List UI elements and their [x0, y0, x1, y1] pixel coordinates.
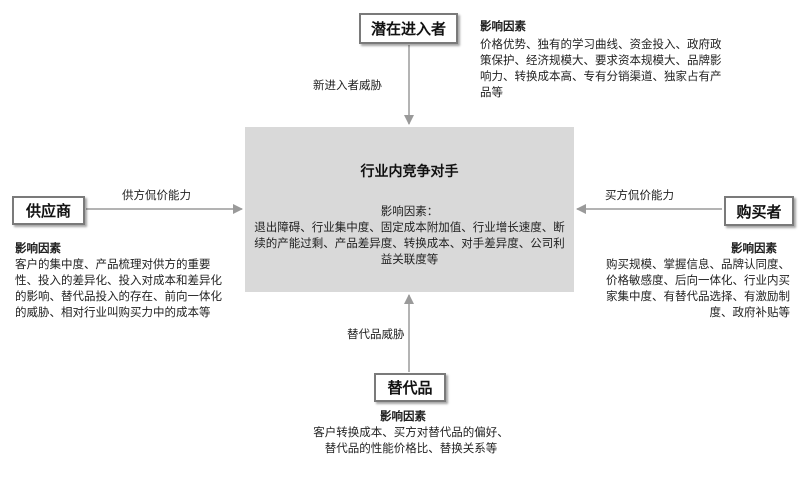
- left-factors-text: 客户的集中度、产品梳理对供方的重要性、投入的差异化、投入对成本和差异化的影响、替…: [15, 257, 222, 319]
- new-entrants-threat-label: 新进入者威胁: [313, 78, 382, 92]
- center-title: 行业内竞争对手: [360, 164, 459, 180]
- potential-entrants-box: 潜在进入者: [359, 13, 458, 44]
- substitutes-box: 替代品: [374, 373, 446, 402]
- center-factors-heading: 影响因素：: [380, 204, 439, 218]
- bottom-factors-text: 客户转换成本、买方对替代品的偏好、替代品的性能价格比、替换关系等: [313, 425, 509, 455]
- substitutes-threat-label: 替代品威胁: [347, 327, 405, 341]
- potential-entrants-label: 潜在进入者: [370, 20, 446, 38]
- center-factors-text: 退出障碍、行业集中度、固定成本附加值、行业增长速度、断续的产能过剩、产品差异度、…: [254, 220, 565, 266]
- left-factors-heading: 影响因素: [15, 241, 61, 255]
- bottom-factors-heading: 影响因素: [380, 409, 426, 423]
- top-factors-heading: 影响因素: [480, 19, 526, 33]
- top-factors-text: 价格优势、独有的学习曲线、资金投入、政府政策保护、经济规模大、要求资本规模大、品…: [480, 37, 722, 99]
- right-factors-text: 购买规模、掌握信息、品牌认同度、价格敏感度、后向一体化、行业内买家集中度、有替代…: [606, 257, 790, 319]
- right-factors-heading: 影响因素: [731, 241, 777, 255]
- buyers-box: 购买者: [724, 196, 794, 226]
- buyers-label: 购买者: [736, 202, 782, 221]
- suppliers-box: 供应商: [12, 196, 85, 225]
- supplier-bargaining-power-label: 供方侃价能力: [122, 188, 191, 202]
- substitutes-label: 替代品: [387, 379, 433, 397]
- suppliers-label: 供应商: [25, 202, 71, 220]
- buyer-bargaining-power-label: 买方侃价能力: [605, 188, 674, 202]
- industry-competitors-box: 行业内竞争对手 影响因素： 退出障碍、行业集中度、固定成本附加值、行业增长速度、…: [245, 127, 574, 292]
